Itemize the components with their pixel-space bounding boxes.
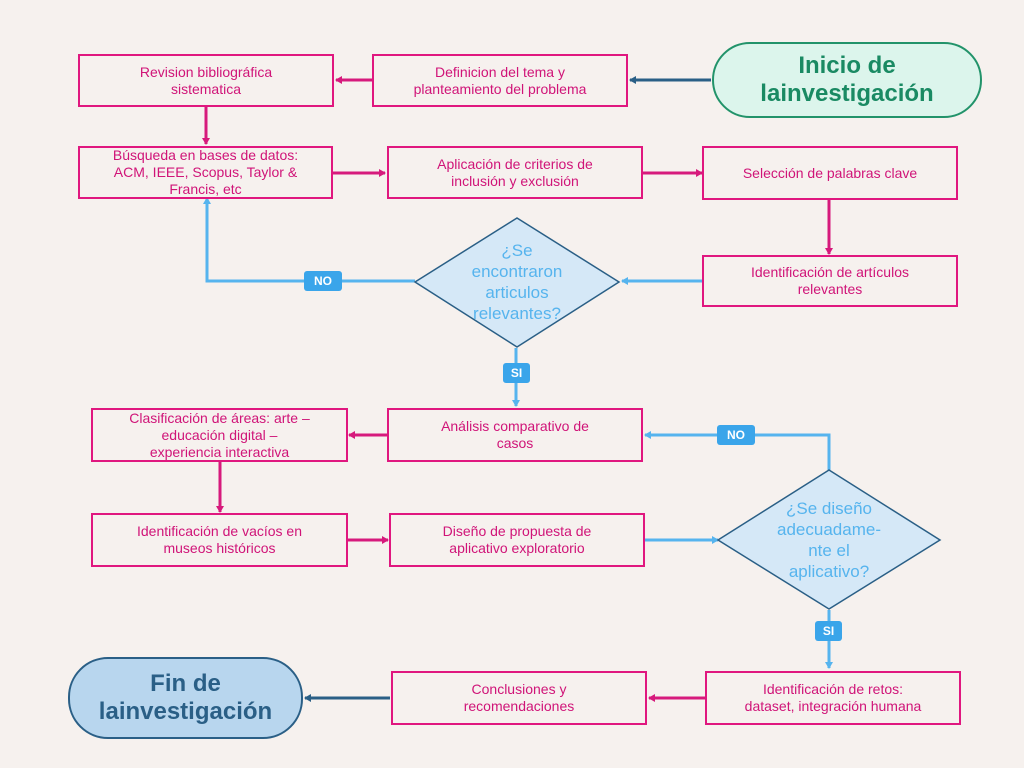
start-terminal: Inicio de lainvestigación	[712, 42, 982, 118]
decision1-label: ¿Se encontraron articulos relevantes?	[440, 230, 594, 334]
node-palabras: Selección de palabras clave	[702, 146, 958, 200]
node-text: educación digital –	[161, 426, 278, 443]
no-badge-decision2: NO	[717, 425, 755, 445]
decision1-line: relevantes?	[473, 304, 561, 323]
start-label-line1: Inicio de la	[760, 52, 896, 107]
end-label-line1: Fin de la	[98, 670, 221, 725]
node-text: sistematica	[170, 80, 241, 97]
node-text: experiencia interactiva	[149, 443, 290, 460]
node-text: Revision bibliográfica	[139, 63, 273, 80]
node-text: Análisis comparativo de	[441, 418, 589, 434]
decision1-line: encontraron	[471, 262, 563, 281]
arrow-decision1-no-to-busqueda	[203, 197, 415, 283]
node-text: Conclusiones y	[471, 681, 567, 697]
decision2-diamond	[716, 469, 942, 610]
arrow-decision2-no-to-analisis	[644, 431, 831, 470]
node-text: Diseño de propuesta de	[442, 523, 592, 539]
end-terminal: Fin de lainvestigación	[68, 657, 303, 739]
si-badge-decision2: SI	[815, 621, 842, 641]
node-text: inclusión y exclusión	[451, 172, 579, 189]
node-text: Clasificación de áreas: arte –	[129, 409, 310, 426]
no-badge-decision1: NO	[304, 271, 342, 291]
decision1-line: articulos	[485, 283, 549, 302]
node-text: planteamiento del problema	[413, 80, 587, 97]
start-label-line2: investigación	[780, 80, 934, 107]
decision2-line: nte el	[808, 541, 850, 560]
node-busqueda: Búsqueda en bases de datos:ACM, IEEE, Sc…	[78, 146, 333, 199]
decision2-line: ¿Se diseño	[786, 499, 872, 518]
decision1-line: ¿Se	[501, 241, 533, 260]
node-text: ACM, IEEE, Scopus, Taylor &	[113, 164, 298, 180]
node-text: recomendaciones	[463, 698, 575, 714]
node-text: casos	[496, 435, 534, 451]
decision2-line: adecuadame-	[777, 520, 881, 539]
decision2-line: aplicativo?	[788, 562, 870, 581]
node-text: Aplicación de criterios de	[437, 155, 593, 172]
decision1-diamond	[413, 217, 621, 348]
node-text: aplicativo exploratorio	[449, 540, 585, 556]
node-text: dataset, integración humana	[744, 698, 922, 714]
node-text: Definicion del tema y	[435, 63, 565, 80]
node-text: Identificación de retos:	[762, 681, 904, 697]
node-text: Búsqueda en bases de datos:	[112, 147, 299, 163]
node-text: Identificación de artículos	[751, 264, 909, 280]
si-badge-decision1: SI	[503, 363, 530, 383]
node-text: relevantes	[797, 281, 863, 297]
node-text: museos históricos	[163, 540, 276, 556]
node-retos: Identificación de retos:dataset, integra…	[705, 671, 961, 725]
node-text: Selección de palabras clave	[742, 164, 918, 181]
node-text: Francis, etc	[169, 181, 242, 197]
node-text: Identificación de vacíos en	[137, 523, 302, 539]
node-clasificacion: Clasificación de áreas: arte –educación …	[91, 408, 348, 462]
end-label-line2: investigación	[118, 698, 273, 725]
decision2-label: ¿Se diseño adecuadame-nte el aplicativo?	[748, 488, 910, 592]
